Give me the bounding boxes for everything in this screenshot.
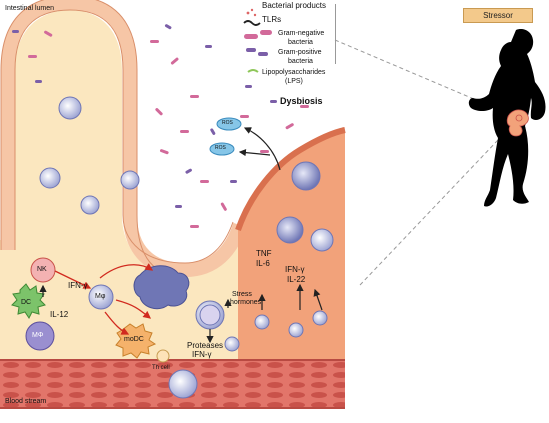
th-cell-icon [156, 349, 170, 363]
blood-stream-label: Blood stream [5, 398, 47, 405]
ros-icon [216, 117, 242, 131]
tnf-label: TNF [256, 249, 272, 258]
ros-icon [209, 142, 235, 156]
legend-gram-negative: Gram-negative [278, 30, 325, 37]
ifn-g-bottom-label: IFN-γ [192, 350, 212, 359]
il6-label: IL-6 [256, 259, 270, 268]
bacteria-icon [28, 30, 309, 228]
villus-epithelium [0, 0, 247, 278]
runner-silhouette-icon [468, 29, 546, 207]
nk-cell-icon [30, 257, 56, 283]
legend-lps-2: (LPS) [285, 78, 303, 85]
intestine-icon [506, 109, 529, 137]
legend-gram-positive: Gram-positive [278, 49, 322, 56]
mphi-label: MΦ [32, 332, 44, 339]
dendritic-cell-icon [11, 283, 46, 319]
macrophage-icon [133, 265, 190, 310]
th-cell-label: Th cell [152, 365, 170, 371]
il12-label: IL-12 [50, 310, 69, 319]
legend-divider [335, 4, 336, 64]
legend-icons [243, 8, 272, 73]
bacteria-icon [12, 24, 277, 208]
mo-label: Mφ [95, 293, 106, 300]
legend-gram-positive-2: bacteria [288, 58, 313, 65]
dc-label: DC [21, 299, 32, 306]
ifn-g-right-label: IFN-γ [285, 265, 305, 274]
ros-label-2: ROS [215, 145, 226, 151]
il22-label: IL-22 [287, 275, 306, 284]
macrophage-icon [25, 321, 55, 351]
ifn-g-left-label: IFN-γ [68, 281, 88, 290]
intestinal-lumen-label: Intestinal lumen [5, 5, 55, 12]
hormones-label: hormones [230, 299, 262, 306]
legend-tlrs: TLRs [262, 15, 282, 24]
stressor-box: Stressor [463, 8, 533, 23]
inflamed-tissue [238, 130, 345, 360]
dysbiosis-label: Dysbiosis [280, 96, 323, 106]
stress-label: Stress [232, 291, 252, 298]
legend-gram-negative-2: bacteria [288, 39, 313, 46]
legend-lps: Lipopolysaccharides [262, 69, 326, 76]
proteases-label: Proteases [187, 341, 224, 350]
legend-bacterial-products: Bacterial products [262, 1, 327, 10]
modc-label: moDC [124, 336, 144, 343]
blood-cell [168, 369, 198, 399]
ros-label-1: ROS [222, 120, 233, 126]
mast-cell-icon [199, 304, 221, 326]
nk-label: NK [37, 266, 47, 273]
macrophage-icon [88, 284, 114, 310]
